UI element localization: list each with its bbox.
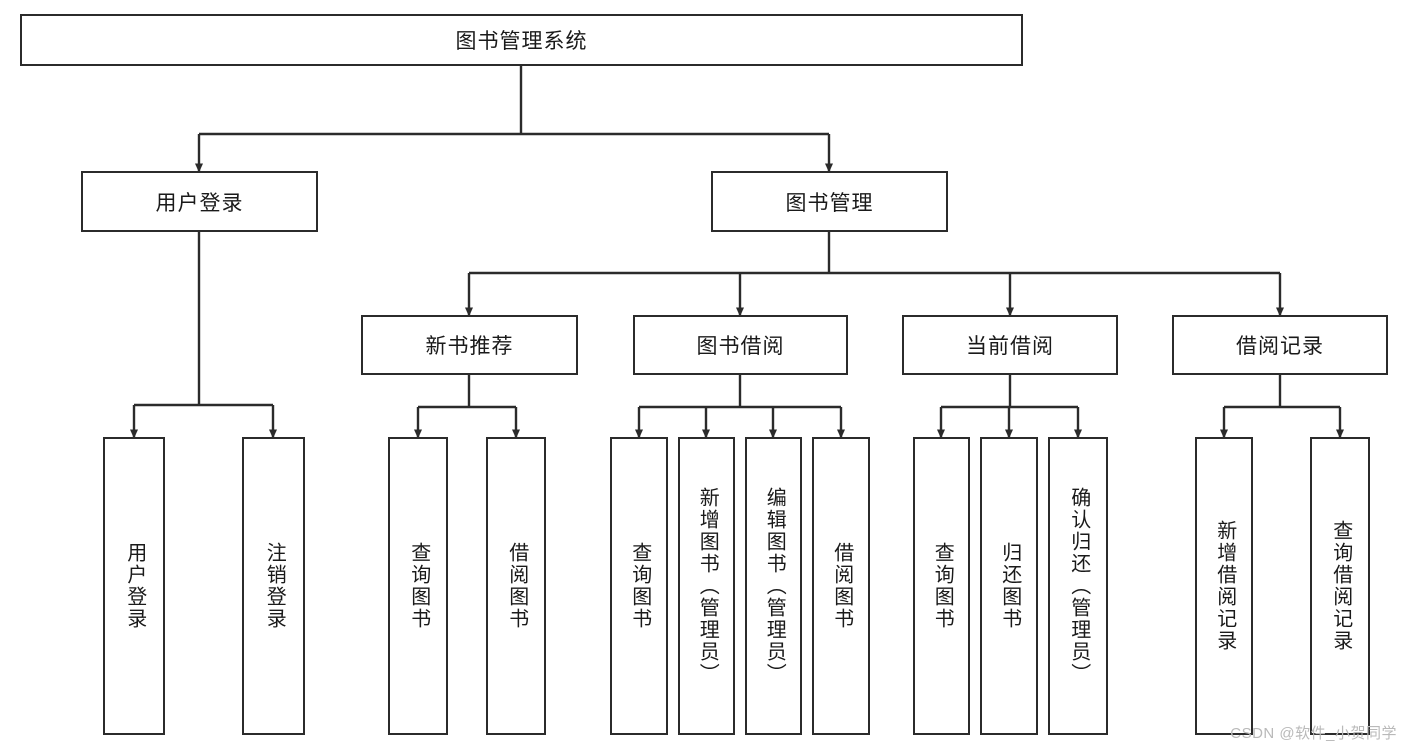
node-leaf-return-book[interactable]: 归还图书 (980, 437, 1038, 735)
node-label: 图书借阅 (696, 335, 785, 358)
node-label: 查询借阅记录 (1329, 520, 1352, 652)
node-label: 借阅记录 (1236, 335, 1324, 358)
node-leaf-query-book-1[interactable]: 查询图书 (388, 437, 448, 735)
node-label: 用户登录 (123, 542, 146, 630)
node-leaf-query-book-3[interactable]: 查询图书 (913, 437, 970, 735)
node-label: 注销登录 (263, 542, 286, 630)
node-leaf-borrow-book-2[interactable]: 借阅图书 (812, 437, 870, 735)
node-label: 确认归还（管理员） (1067, 487, 1090, 685)
node-label: 图书管理系统 (455, 30, 588, 53)
node-leaf-edit-book[interactable]: 编辑图书（管理员） (745, 437, 802, 735)
node-label: 用户登录 (155, 191, 244, 215)
node-borrow-record[interactable]: 借阅记录 (1172, 315, 1388, 375)
watermark-label: CSDN @软件_小贺同学 (1230, 725, 1397, 742)
node-label: 编辑图书（管理员） (763, 487, 786, 685)
node-new-book-recommend[interactable]: 新书推荐 (361, 315, 578, 375)
node-leaf-query-book-2[interactable]: 查询图书 (610, 437, 668, 735)
node-user-login[interactable]: 用户登录 (81, 171, 318, 232)
node-leaf-borrow-book-1[interactable]: 借阅图书 (486, 437, 546, 735)
node-leaf-add-book[interactable]: 新增图书（管理员） (678, 437, 735, 735)
node-leaf-logout[interactable]: 注销登录 (242, 437, 305, 735)
node-leaf-user-login[interactable]: 用户登录 (103, 437, 165, 735)
node-label: 新增图书（管理员） (696, 487, 719, 685)
node-label: 查询图书 (628, 542, 651, 630)
node-label: 归还图书 (998, 542, 1021, 630)
node-current-borrow[interactable]: 当前借阅 (902, 315, 1118, 375)
node-book-manage[interactable]: 图书管理 (711, 171, 948, 232)
node-leaf-confirm-return[interactable]: 确认归还（管理员） (1048, 437, 1108, 735)
node-label: 查询图书 (407, 542, 430, 630)
node-label: 图书管理 (785, 191, 874, 215)
node-label: 借阅图书 (830, 542, 853, 630)
node-leaf-query-record[interactable]: 查询借阅记录 (1310, 437, 1370, 735)
node-label: 新书推荐 (425, 335, 514, 358)
node-label: 查询图书 (931, 542, 954, 630)
edge-group (130, 66, 1344, 439)
node-book-borrow[interactable]: 图书借阅 (633, 315, 848, 375)
node-label: 新增借阅记录 (1213, 520, 1236, 652)
node-label: 当前借阅 (966, 335, 1054, 358)
node-root[interactable]: 图书管理系统 (20, 14, 1023, 66)
node-leaf-add-record[interactable]: 新增借阅记录 (1195, 437, 1253, 735)
node-label: 借阅图书 (505, 542, 528, 630)
